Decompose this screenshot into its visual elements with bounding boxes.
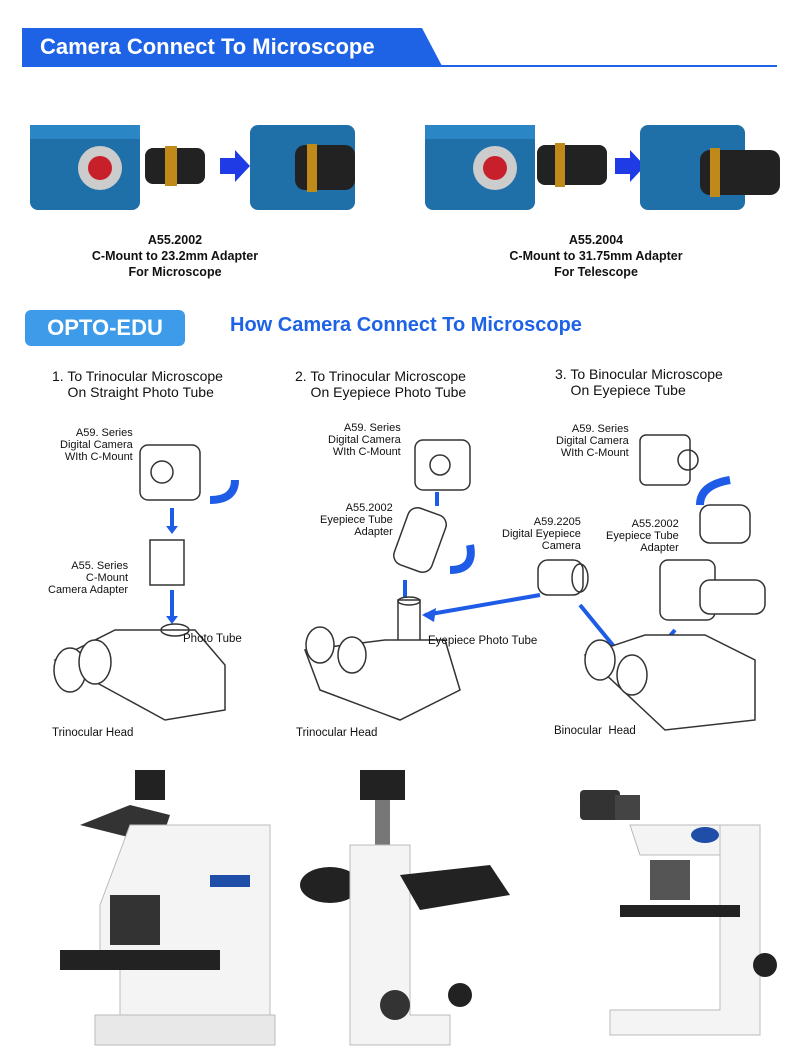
column-title-2: 2. To Trinocular Microscope On Eyepiece … xyxy=(295,368,467,400)
label-head-1: Trinocular Head xyxy=(52,727,134,739)
connection-diagram xyxy=(53,434,766,731)
product-use: For Microscope xyxy=(128,265,222,279)
brand-logo: OPTO-EDU xyxy=(25,310,185,346)
microscope-photo-3 xyxy=(580,790,777,1036)
label-camera-3: A59. Series Digital Camera WIth C-Mount xyxy=(556,423,629,459)
microscope-photo-2 xyxy=(300,770,510,1046)
label-head-2: Trinocular Head xyxy=(296,727,378,739)
section-banner: Camera Connect To Microscope xyxy=(22,28,442,66)
product-use: For Telescope xyxy=(554,265,638,279)
label-adapter-1: A55. Series C-Mount Camera Adapter xyxy=(48,560,129,596)
label-head-3: Binocular Head xyxy=(554,725,636,737)
label-adapter-2: A55.2002 Eyepiece Tube Adapter xyxy=(320,502,393,538)
column-title-1: 1. To Trinocular Microscope On Straight … xyxy=(52,368,223,400)
product-desc: C-Mount to 23.2mm Adapter xyxy=(91,249,259,263)
product-caption-1: A55.2002 C-Mount to 23.2mm Adapter For M… xyxy=(45,232,305,280)
product-caption-2: A55.2004 C-Mount to 31.75mm Adapter For … xyxy=(466,232,726,280)
banner-rule xyxy=(22,65,777,67)
banner-title: Camera Connect To Microscope xyxy=(40,34,375,59)
column-title-3: 3. To Binocular Microscope On Eyepiece T… xyxy=(555,366,723,398)
product-code: A55.2004 xyxy=(568,233,624,247)
label-camera-2: A59. Series Digital Camera WIth C-Mount xyxy=(328,422,401,458)
product-code: A55.2002 xyxy=(147,233,203,247)
label-eyecam-3: A59.2205 Digital Eyepiece Camera xyxy=(502,516,581,552)
microscope-photo-1 xyxy=(60,770,276,1046)
adapter-product-image-2 xyxy=(425,125,780,210)
label-camera-1: A59. Series Digital Camera WIth C-Mount xyxy=(60,427,133,463)
product-desc: C-Mount to 31.75mm Adapter xyxy=(509,249,683,263)
label-phototube-2: Eyepiece Photo Tube xyxy=(428,635,538,647)
label-phototube-1: Photo Tube xyxy=(183,633,242,645)
label-adapter-3: A55.2002 Eyepiece Tube Adapter xyxy=(606,518,679,554)
section-heading: How Camera Connect To Microscope xyxy=(230,314,582,336)
adapter-product-image-1 xyxy=(30,125,355,210)
